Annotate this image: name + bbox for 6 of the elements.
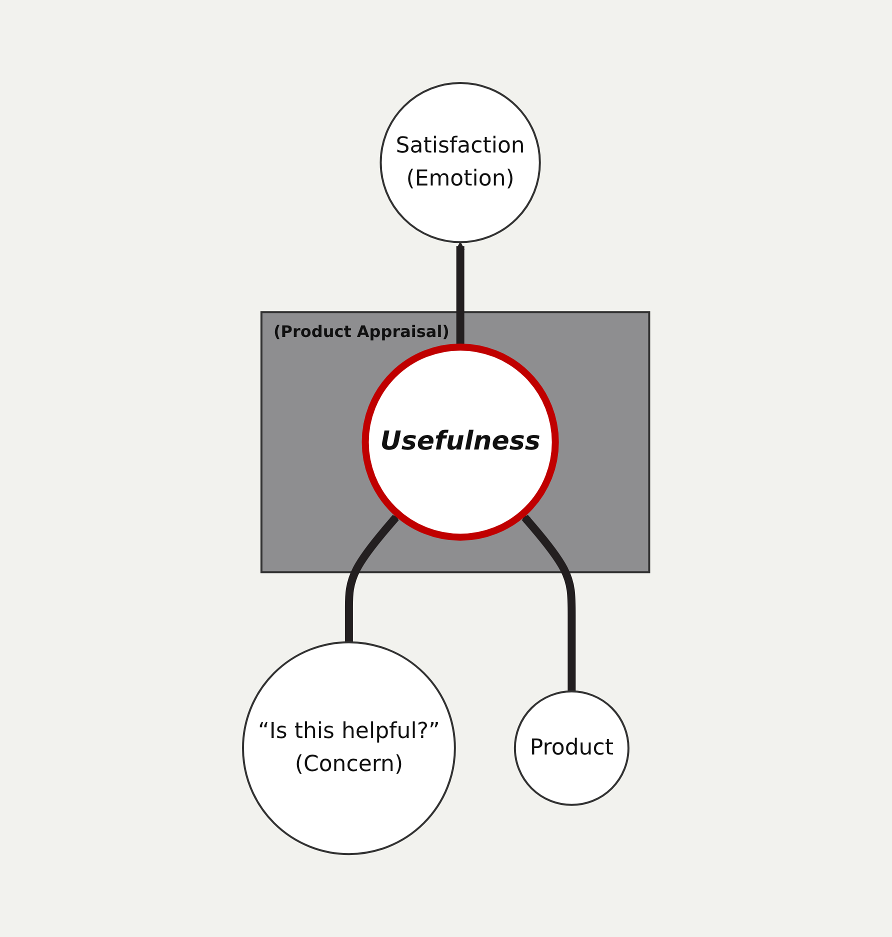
node-circle: Usefulness <box>362 344 559 541</box>
arrow <box>522 514 576 692</box>
node-circle: Satisfaction (Emotion) <box>380 82 541 244</box>
arrow <box>344 514 399 642</box>
node-circle: “Is this helpful?” (Concern) <box>242 641 456 856</box>
node-circle: Product <box>514 690 630 806</box>
